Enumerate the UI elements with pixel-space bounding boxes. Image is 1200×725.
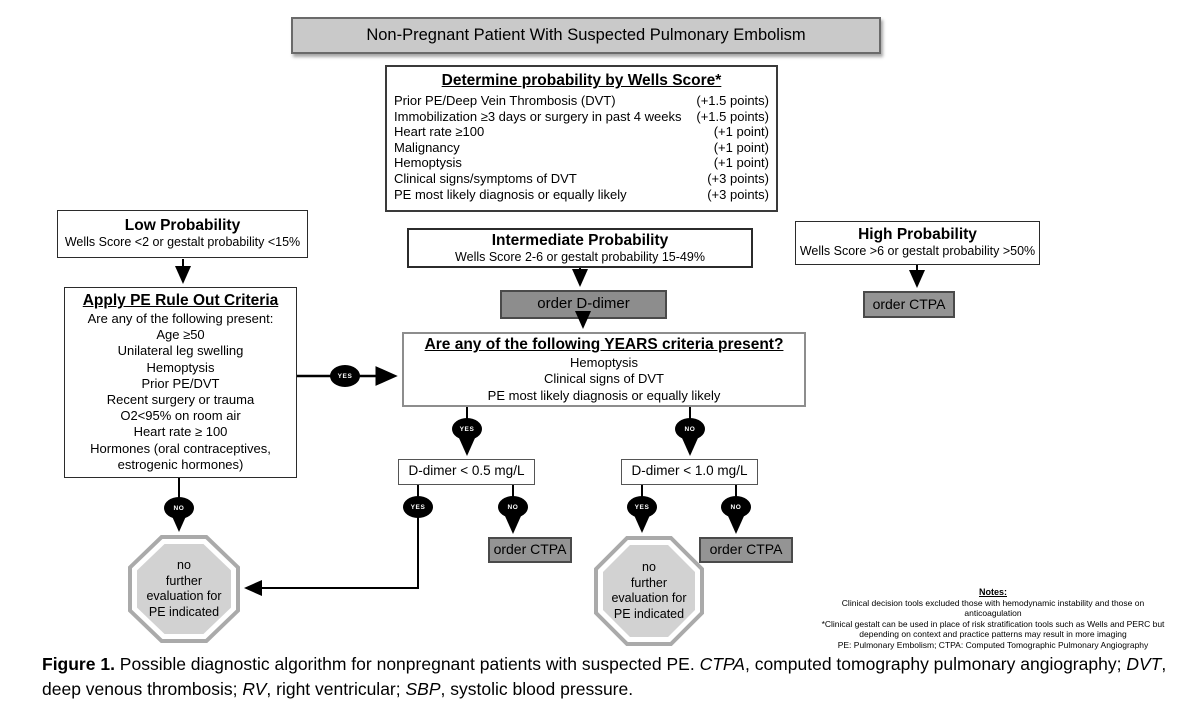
wells-row: Hemoptysis (+1 point) [394, 155, 769, 171]
yes-badge-years-left: YES [452, 418, 482, 440]
yes-badge-dd10: YES [627, 496, 657, 518]
wells-row: PE most likely diagnosis or equally like… [394, 187, 769, 203]
no-badge-dd05: NO [498, 496, 528, 518]
figure-caption-abbr: RV [242, 678, 267, 699]
stop-octagon-text: no further evaluation for PE indicated [137, 544, 231, 634]
wells-criterion: Prior PE/Deep Vein Thrombosis (DVT) [394, 93, 616, 108]
pe-rule-out-question: Are any of the following present: [87, 311, 274, 326]
low-probability-subtitle: Wells Score <2 or gestalt probability <1… [64, 235, 301, 249]
wells-criterion: Clinical signs/symptoms of DVT [394, 170, 577, 186]
notes-line: PE: Pulmonary Embolism; CTPA: Computed T… [837, 639, 1149, 650]
figure-caption-text: , deep venous thrombosis; [42, 654, 1167, 699]
pe-rule-out-item: Age ≥50 [156, 327, 205, 343]
wells-criterion: Heart rate ≥100 [394, 124, 485, 140]
pe-rule-out-box: Apply PE Rule Out Criteria Are any of th… [64, 287, 297, 478]
wells-points: (+3 points) [707, 186, 769, 202]
low-probability-box: Low Probability Wells Score <2 or gestal… [57, 210, 308, 258]
low-probability-title: Low Probability [124, 217, 241, 234]
figure-caption-abbr: SBP [405, 678, 441, 699]
notes-line: *Clinical gestalt can be used in place o… [821, 618, 1165, 640]
figure-caption-text: Possible diagnostic algorithm for nonpre… [114, 654, 700, 674]
ddimer-threshold-high-box: D-dimer < 1.0 mg/L [621, 459, 758, 485]
wells-points: (+1.5 points) [696, 108, 769, 124]
years-criteria-box: Are any of the following YEARS criteria … [402, 332, 806, 407]
wells-score-box: Determine probability by Wells Score* Pr… [385, 65, 778, 212]
wells-row: Immobilization ≥3 days or surgery in pas… [394, 109, 769, 125]
pe-rule-out-item: Prior PE/DVT [141, 375, 220, 391]
order-ctpa-box-right: order CTPA [699, 537, 793, 563]
stop-octagon-left: no further evaluation for PE indicated [128, 535, 240, 643]
notes-line: Clinical decision tools excluded those w… [841, 597, 1145, 619]
wells-criterion: Hemoptysis [394, 155, 462, 171]
high-probability-title: High Probability [858, 226, 977, 243]
figure-caption: Figure 1. Possible diagnostic algorithm … [42, 652, 1172, 701]
intermediate-probability-subtitle: Wells Score 2-6 or gestalt probability 1… [455, 250, 705, 264]
years-item: Clinical signs of DVT [544, 371, 664, 387]
wells-criterion: PE most likely diagnosis or equally like… [394, 186, 627, 202]
wells-points: (+1 point) [713, 155, 769, 171]
yes-badge-perc-to-years: YES [330, 365, 360, 387]
high-probability-subtitle: Wells Score >6 or gestalt probability >5… [799, 244, 1036, 258]
diagram-title: Non-Pregnant Patient With Suspected Pulm… [291, 17, 881, 54]
notes-block: Notes: Clinical decision tools excluded … [820, 587, 1166, 651]
pe-rule-out-item: Unilateral leg swelling [117, 343, 244, 359]
wells-points: (+3 points) [707, 170, 769, 186]
order-ddimer-box: order D-dimer [500, 290, 667, 319]
wells-points: (+1.5 points) [696, 93, 769, 108]
wells-row: Heart rate ≥100 (+1 point) [394, 124, 769, 140]
high-probability-box: High Probability Wells Score >6 or gesta… [795, 221, 1040, 265]
years-criteria-title: Are any of the following YEARS criteria … [424, 336, 784, 353]
figure-caption-abbr: CTPA [699, 654, 745, 674]
wells-row: Clinical signs/symptoms of DVT (+3 points… [394, 171, 769, 187]
wells-points: (+1 point) [713, 139, 769, 155]
pe-rule-out-item: Hormones (oral contraceptives, estrogeni… [90, 440, 271, 472]
pe-rule-out-title: Apply PE Rule Out Criteria [82, 292, 279, 309]
order-ctpa-box-high: order CTPA [863, 291, 955, 318]
pe-rule-out-item: Recent surgery or trauma [106, 392, 255, 408]
figure-caption-abbr: DVT [1126, 654, 1162, 674]
stop-octagon-mid: no further evaluation for PE indicated [594, 536, 704, 646]
notes-title: Notes: [978, 587, 1007, 597]
wells-criterion: Malignancy [394, 139, 460, 155]
pe-rule-out-item: O2<95% on room air [120, 408, 241, 424]
stop-octagon-text: no further evaluation for PE indicated [603, 545, 695, 637]
wells-row: Prior PE/Deep Vein Thrombosis (DVT) (+1.5… [394, 93, 769, 109]
figure-caption-text: , computed tomography pulmonary angiogra… [744, 654, 1127, 674]
wells-criterion: Immobilization ≥3 days or surgery in pas… [394, 108, 682, 124]
wells-points: (+1 point) [713, 124, 769, 140]
no-badge-perc: NO [164, 497, 194, 519]
figure-caption-text: , systolic blood pressure. [440, 678, 634, 699]
wells-row: Malignancy (+1 point) [394, 140, 769, 156]
pe-rule-out-item: Hemoptysis [146, 359, 215, 375]
no-badge-dd10: NO [721, 496, 751, 518]
figure-caption-label: Figure 1. [42, 654, 115, 674]
years-item: Hemoptysis [570, 355, 638, 370]
yes-badge-dd05: YES [403, 496, 433, 518]
years-item: PE most likely diagnosis or equally like… [487, 387, 721, 403]
intermediate-probability-box: Intermediate Probability Wells Score 2-6… [407, 228, 753, 268]
ddimer-threshold-low-box: D-dimer < 0.5 mg/L [398, 459, 535, 485]
pe-rule-out-item: Heart rate ≥ 100 [133, 424, 228, 440]
arrow-dd05-yes-to-stop [244, 485, 419, 596]
intermediate-probability-title: Intermediate Probability [491, 232, 669, 249]
no-badge-years-right: NO [675, 418, 705, 440]
figure-caption-text: , right ventricular; [266, 678, 406, 699]
wells-score-title: Determine probability by Wells Score* [441, 72, 722, 89]
order-ctpa-box-mid: order CTPA [488, 537, 572, 563]
